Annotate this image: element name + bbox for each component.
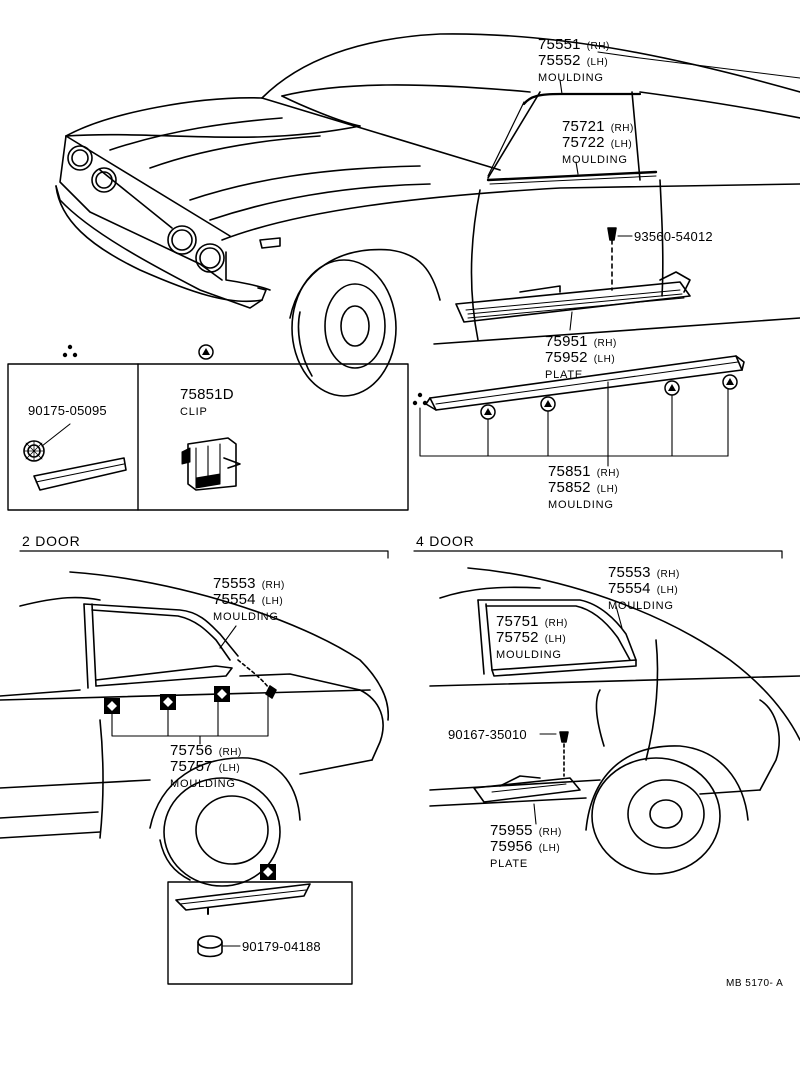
part-number: 75554 [213, 591, 256, 608]
side-label: (RH) [218, 747, 242, 758]
callout-2door-window-moulding: 75553 (RH) 75554 (LH) MOULDING [213, 576, 285, 624]
side-label: (RH) [261, 580, 285, 591]
part-number: 75757 [170, 758, 213, 775]
part-name: MOULDING [548, 499, 614, 511]
part-number: 75952 [545, 349, 588, 366]
callout-side-moulding: 75851 (RH) 75852 (LH) MOULDING [548, 464, 620, 512]
part-number-grommet: 90179-04188 [242, 939, 321, 954]
part-number: 75756 [170, 742, 213, 759]
part-number: 75751 [496, 613, 539, 630]
part-number: 75951 [545, 333, 588, 350]
callout-4door-plate: 75955 (RH) 75956 (LH) PLATE [490, 823, 562, 871]
part-name: PLATE [490, 858, 529, 870]
side-label: (RH) [538, 827, 562, 838]
side-label: (RH) [596, 468, 620, 479]
drawing-code: MB 5170- A [726, 978, 784, 989]
side-label: (LH) [261, 596, 284, 607]
clip-inset-box [7, 343, 409, 511]
side-label: (LH) [610, 139, 633, 150]
part-number: 75955 [490, 822, 533, 839]
part-number: 75851 [548, 463, 591, 480]
part-name: PLATE [545, 369, 584, 381]
side-moulding-illustration [411, 355, 745, 467]
part-number-4door-screw: 90167-35010 [448, 727, 527, 742]
part-number: 75553 [213, 575, 256, 592]
part-name: MOULDING [213, 611, 279, 623]
part-name: MOULDING [538, 72, 604, 84]
part-name: MOULDING [608, 600, 674, 612]
part-name: CLIP [180, 406, 208, 418]
part-number: 75721 [562, 118, 605, 135]
part-number: 75956 [490, 838, 533, 855]
side-label: (LH) [596, 484, 619, 495]
callout-clip: 75851D CLIP [180, 387, 234, 419]
section-title-2-door: 2 DOOR [22, 533, 81, 549]
top-car-illustration [55, 33, 800, 397]
callout-4door-belt-moulding: 75751 (RH) 75752 (LH) MOULDING [496, 614, 568, 662]
part-number: 75552 [538, 52, 581, 69]
part-name: MOULDING [170, 778, 236, 790]
part-number: 75722 [562, 134, 605, 151]
side-label: (LH) [218, 763, 241, 774]
part-name: MOULDING [562, 154, 628, 166]
callout-belt-moulding: 75721 (RH) 75722 (LH) MOULDING [562, 119, 634, 167]
callout-scuff-plate: 75951 (RH) 75952 (LH) PLATE [545, 334, 617, 382]
side-label: (RH) [593, 338, 617, 349]
part-number: 75554 [608, 580, 651, 597]
side-label: (LH) [656, 585, 679, 596]
side-label: (LH) [586, 57, 609, 68]
part-number: 75551 [538, 36, 581, 53]
two-door-inset-box [167, 863, 353, 985]
callout-2door-belt-moulding: 75756 (RH) 75757 (LH) MOULDING [170, 743, 242, 791]
part-number-screw: 93560-54012 [634, 229, 713, 244]
side-label: (RH) [656, 569, 680, 580]
section-title-4-door: 4 DOOR [416, 533, 475, 549]
side-label: (RH) [544, 618, 568, 629]
part-name: MOULDING [496, 649, 562, 661]
callout-window-moulding: 75551 (RH) 75552 (LH) MOULDING [538, 37, 610, 85]
side-label: (LH) [593, 354, 616, 365]
side-label: (RH) [610, 123, 634, 134]
side-label: (LH) [544, 634, 567, 645]
four-door-illustration [429, 567, 800, 875]
part-number: 75553 [608, 564, 651, 581]
part-number: 75852 [548, 479, 591, 496]
part-number-nut: 90175-05095 [28, 403, 107, 418]
callout-4door-window-moulding: 75553 (RH) 75554 (LH) MOULDING [608, 565, 680, 613]
part-number: 75851D [180, 386, 234, 403]
part-number: 75752 [496, 629, 539, 646]
two-door-illustration [0, 571, 390, 887]
side-label: (LH) [538, 843, 561, 854]
side-label: (RH) [586, 41, 610, 52]
